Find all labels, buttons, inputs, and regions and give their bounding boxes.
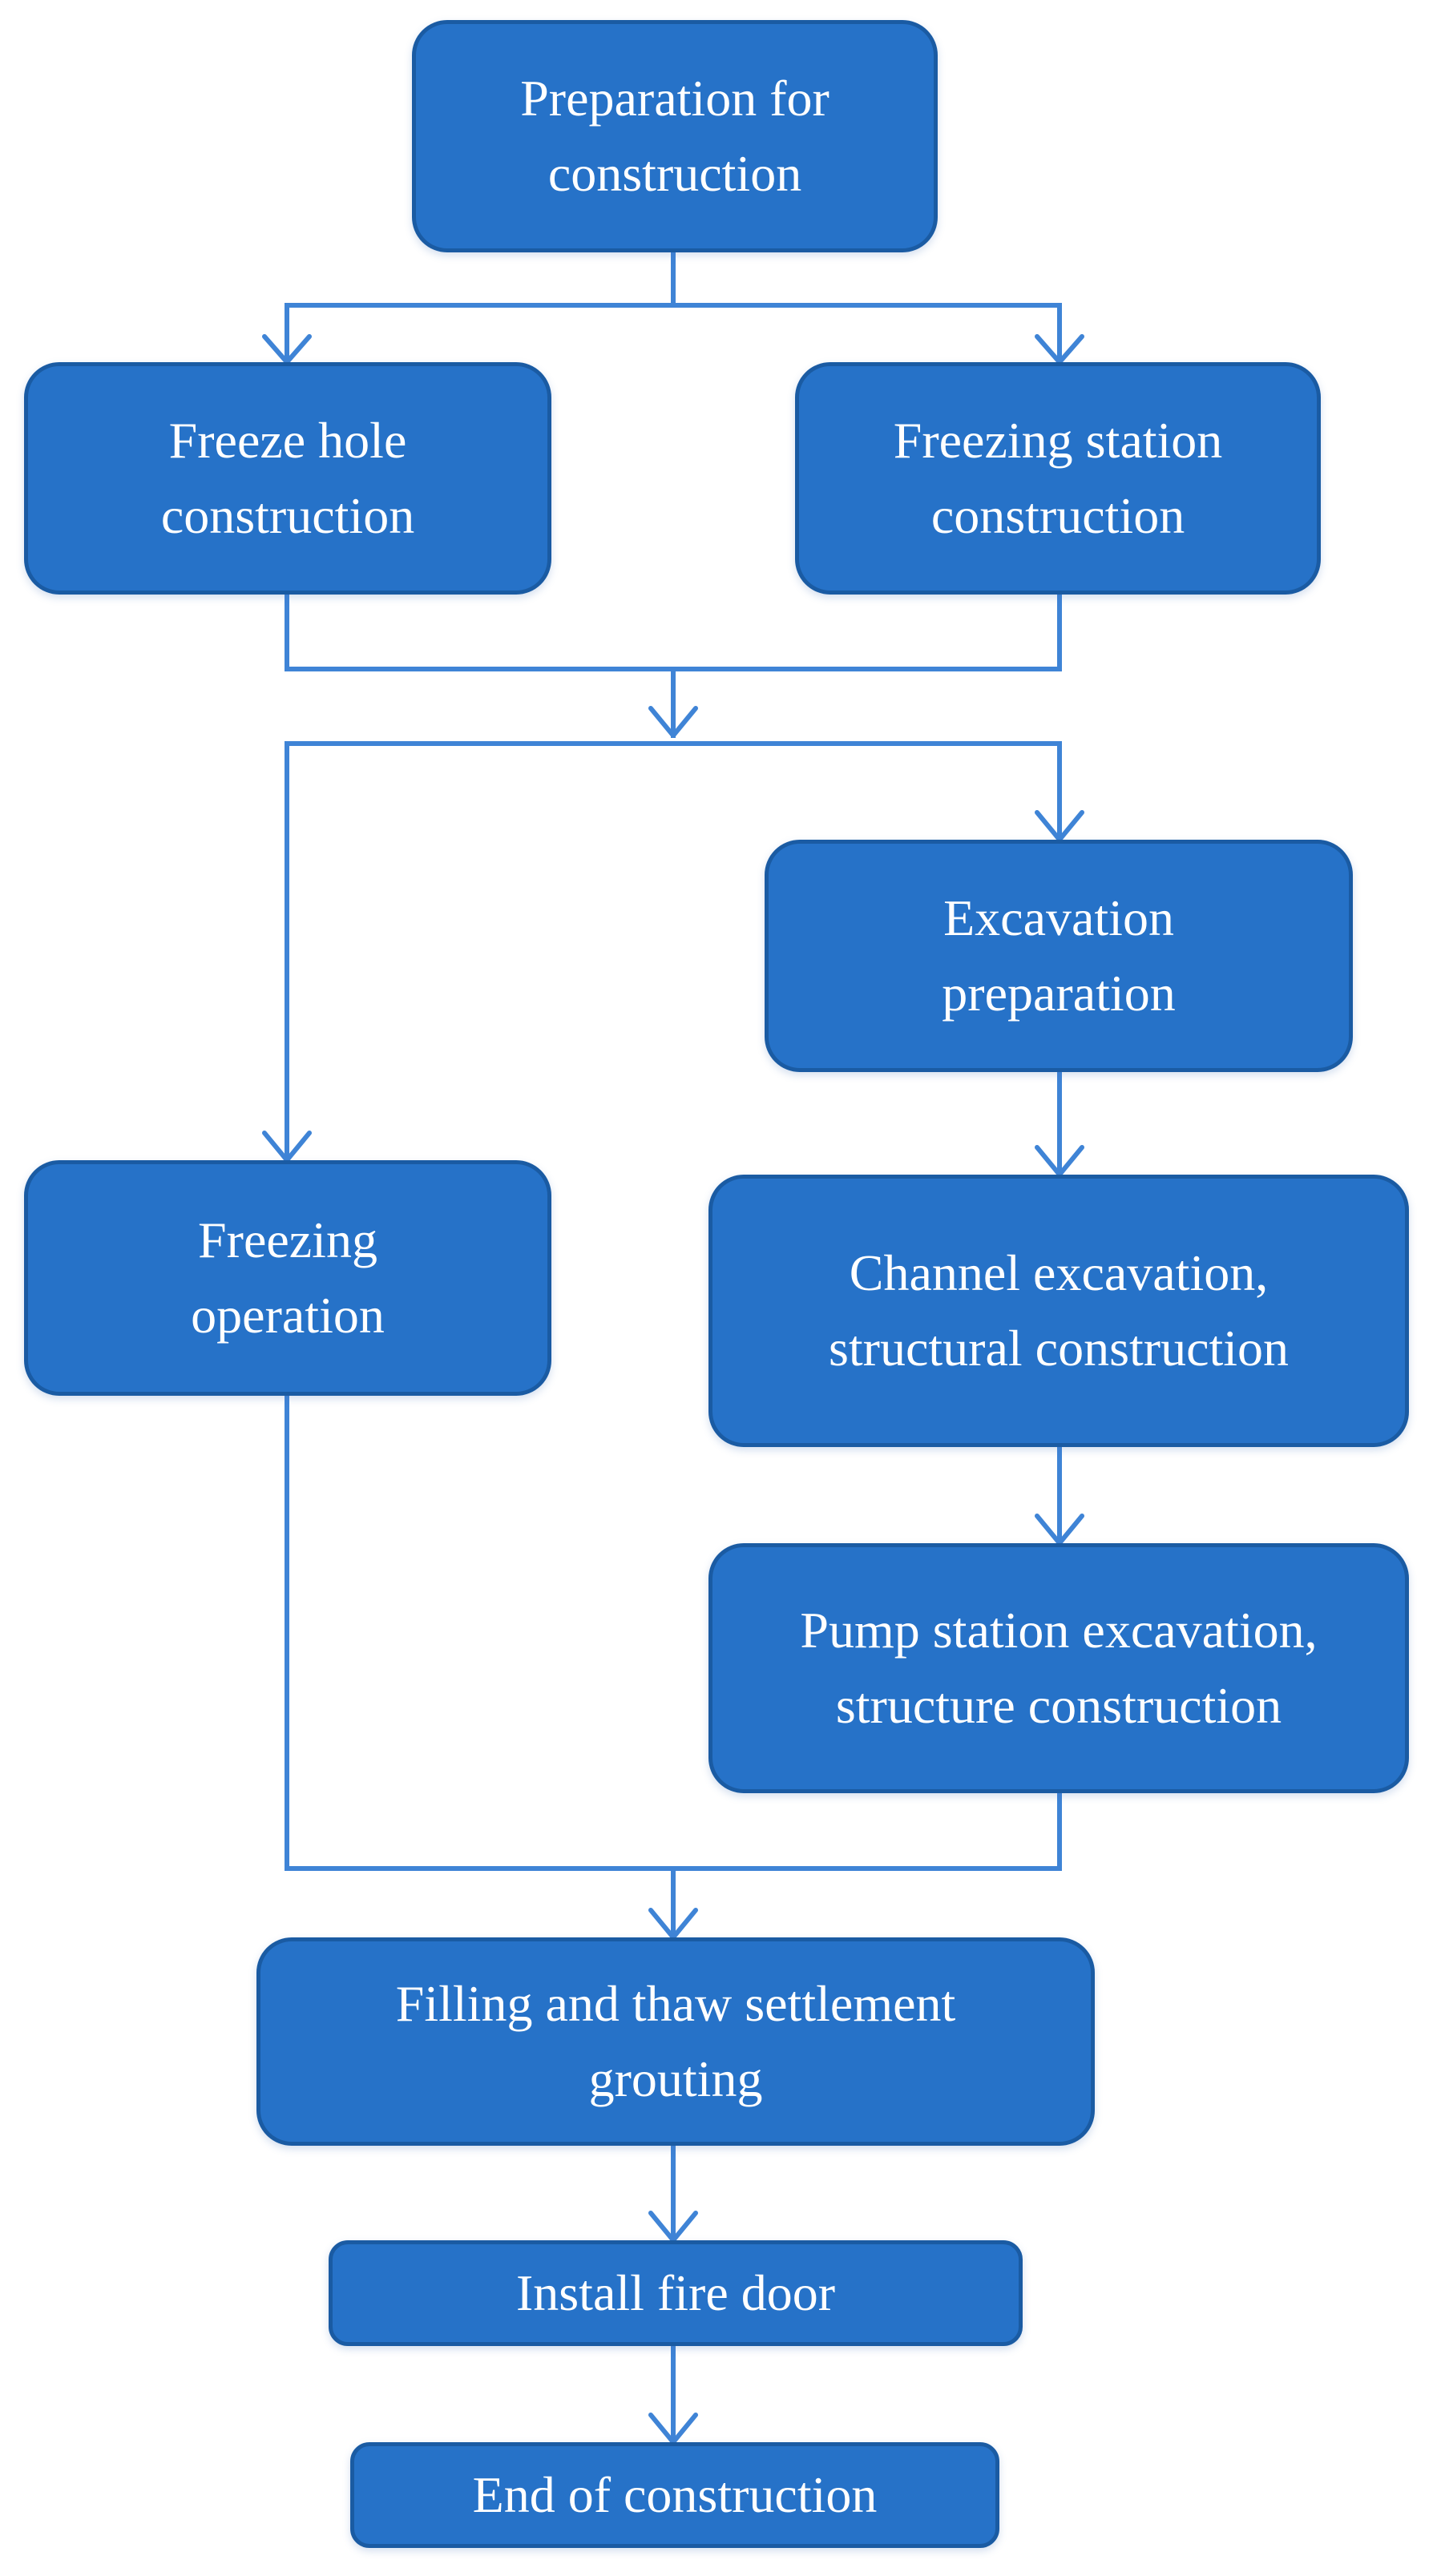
connector-merge-construction bbox=[285, 592, 1062, 671]
node-preparation-for-construction[interactable]: Preparation for construction bbox=[412, 20, 938, 252]
node-freeze-hole-construction[interactable]: Freeze hole construction bbox=[24, 362, 551, 595]
node-filling-and-thaw-settlement-grouting[interactable]: Filling and thaw settlement grouting bbox=[256, 1937, 1095, 2146]
node-label: Pump station excavation, structure const… bbox=[800, 1602, 1318, 1734]
node-label: Install fire door bbox=[515, 2264, 836, 2321]
connector-preparation-split bbox=[285, 250, 1062, 308]
node-label: Preparation for construction bbox=[520, 70, 830, 202]
node-excavation-preparation[interactable]: Excavation preparation bbox=[765, 840, 1353, 1072]
node-label: Freezing operation bbox=[191, 1211, 385, 1344]
node-label: Channel excavation, structural construct… bbox=[828, 1244, 1290, 1377]
node-label: Excavation preparation bbox=[942, 889, 1176, 1022]
node-label: End of construction bbox=[472, 2466, 878, 2523]
node-pump-station-excavation-structure-construction[interactable]: Pump station excavation, structure const… bbox=[708, 1543, 1409, 1793]
arrowhead-merge-down bbox=[648, 706, 698, 738]
node-channel-excavation-structural-construction[interactable]: Channel excavation, structural construct… bbox=[708, 1175, 1409, 1447]
node-label: Freezing station construction bbox=[893, 412, 1223, 544]
node-freezing-station-construction[interactable]: Freezing station construction bbox=[795, 362, 1321, 595]
node-freezing-operation[interactable]: Freezing operation bbox=[24, 1160, 551, 1396]
node-install-fire-door[interactable]: Install fire door bbox=[329, 2240, 1023, 2346]
node-label: Freeze hole construction bbox=[160, 412, 415, 544]
node-label: Filling and thaw settlement grouting bbox=[395, 1975, 956, 2107]
node-end-of-construction[interactable]: End of construction bbox=[350, 2442, 999, 2548]
